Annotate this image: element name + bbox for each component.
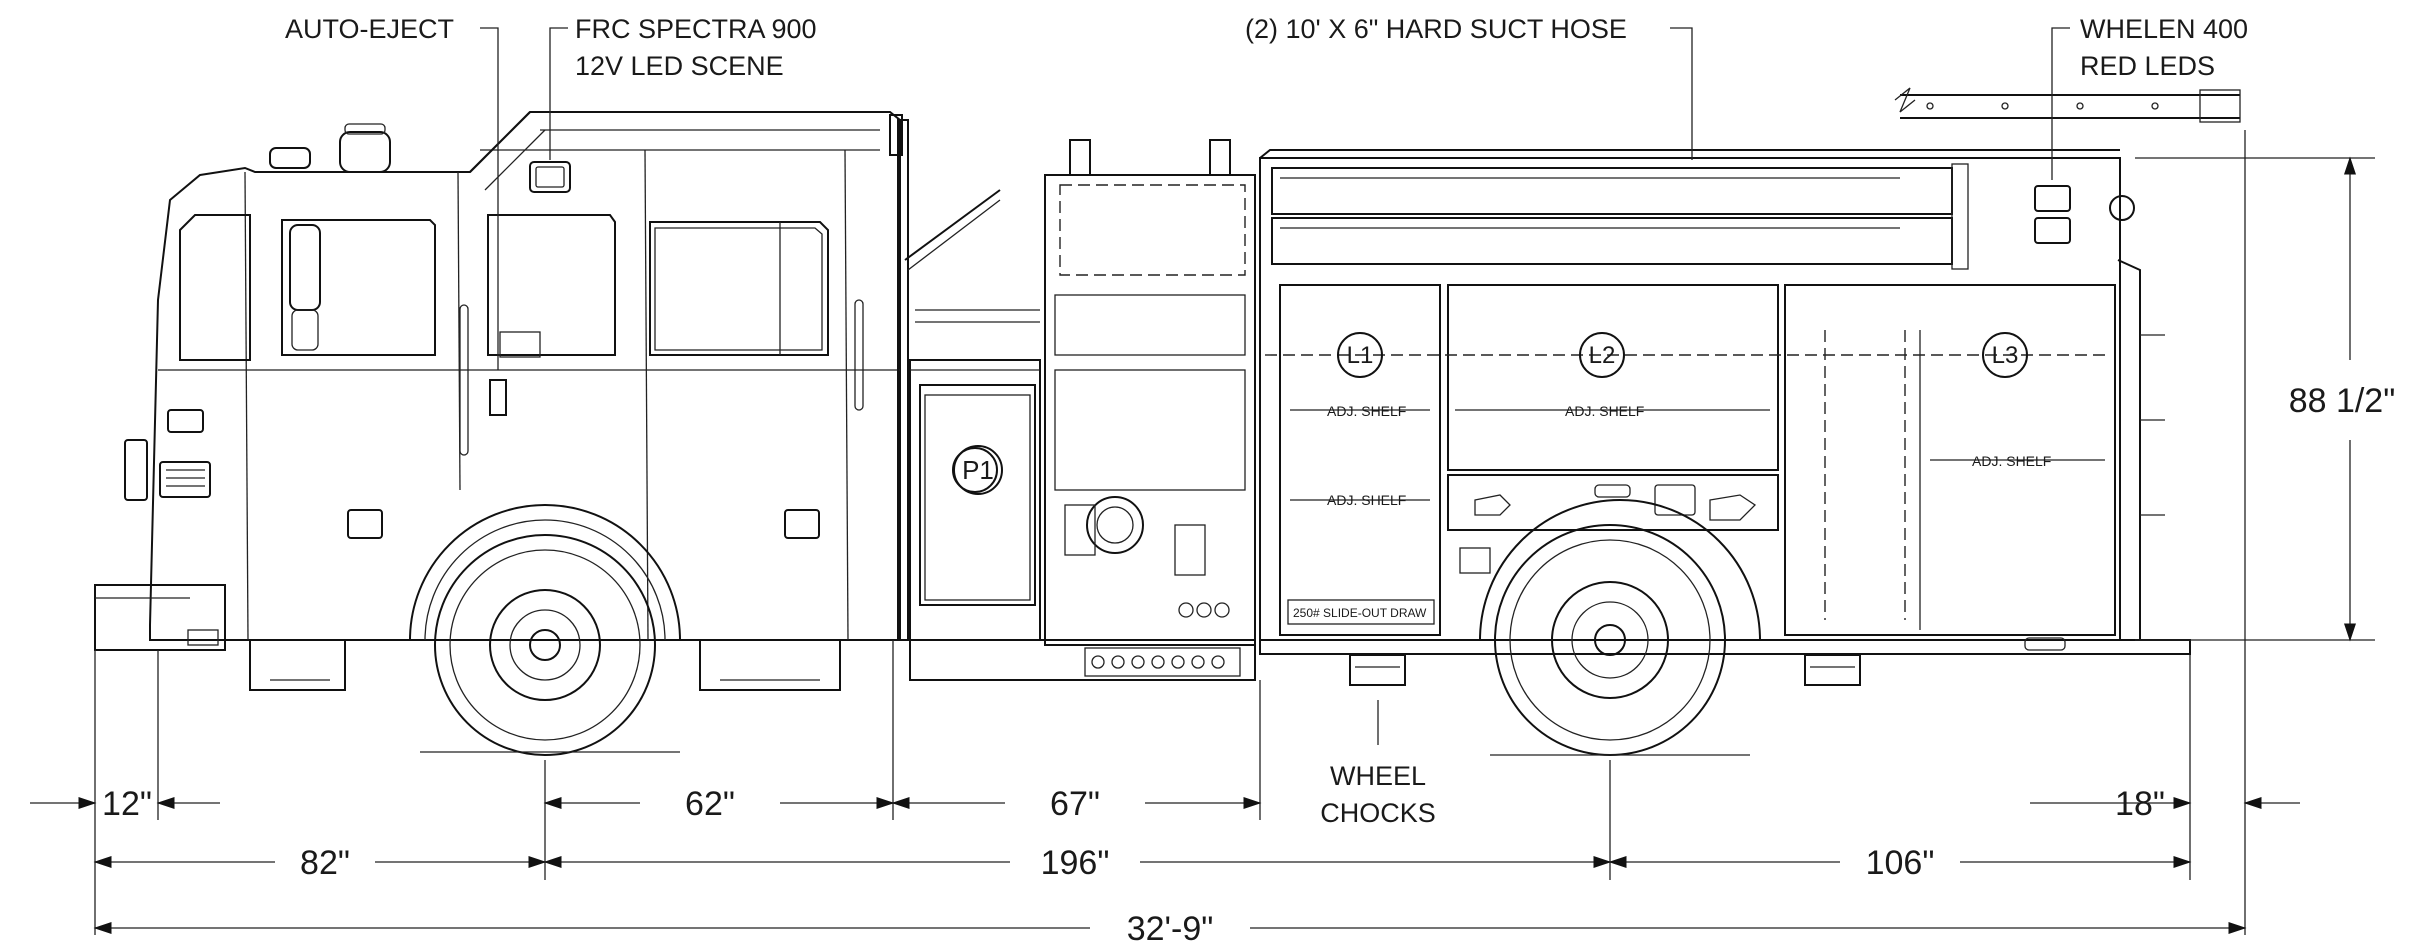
compartment-p1: P1 <box>962 455 994 485</box>
callouts: AUTO-EJECT FRC SPECTRA 900 12V LED SCENE… <box>285 14 2248 828</box>
compartment-l2: L2 <box>1589 342 1616 369</box>
callout-whelen-2: RED LEDS <box>2080 51 2215 81</box>
compartment-l1: L1 <box>1347 342 1374 369</box>
shelf-slide-out: 250# SLIDE-OUT DRAW <box>1293 606 1427 620</box>
shelf-l3: ADJ. SHELF <box>1972 453 2051 469</box>
cab <box>94 111 901 691</box>
pump-module <box>889 114 1256 681</box>
dim-cab-axle-to-body: 62" <box>685 785 735 823</box>
compartment-labels: P1 L1 L2 L3 ADJ. SHELF ADJ. SHELF ADJ. S… <box>953 332 2051 620</box>
dimensions: 12" 62" 67" 18" 82" 196" 106" 32'-9" 88 <box>30 130 2395 948</box>
dim-pump-module: 67" <box>1050 785 1100 823</box>
front-wheel <box>409 504 681 756</box>
callout-scene-light-2: 12V LED SCENE <box>575 51 784 81</box>
callout-scene-light-1: FRC SPECTRA 900 <box>575 14 817 44</box>
shelf-l1-lower: ADJ. SHELF <box>1327 492 1406 508</box>
dim-rear-step: 18" <box>2115 785 2165 823</box>
dim-front-overhang: 12" <box>102 785 152 823</box>
dim-rear-axle-to-end: 106" <box>1866 844 1935 882</box>
apparatus-body <box>1259 149 2191 655</box>
compartment-l3: L3 <box>1992 342 2019 369</box>
rear-wheel <box>1349 499 1861 756</box>
dim-overall-length: 32'-9" <box>1127 910 1214 948</box>
roof-ladder <box>1894 87 2241 123</box>
callout-auto-eject: AUTO-EJECT <box>285 14 454 44</box>
dim-front-to-axle: 82" <box>300 844 350 882</box>
dim-overall-height: 88 1/2" <box>2289 382 2396 420</box>
dim-wheelbase: 196" <box>1041 844 1110 882</box>
callout-wheel-chocks-2: CHOCKS <box>1320 798 1436 828</box>
shelf-l2: ADJ. SHELF <box>1565 403 1644 419</box>
callout-wheel-chocks-1: WHEEL <box>1330 761 1426 791</box>
callout-hard-suction-hose: (2) 10' X 6" HARD SUCT HOSE <box>1245 14 1627 44</box>
callout-whelen-1: WHELEN 400 <box>2080 14 2248 44</box>
shelf-l1-upper: ADJ. SHELF <box>1327 403 1406 419</box>
